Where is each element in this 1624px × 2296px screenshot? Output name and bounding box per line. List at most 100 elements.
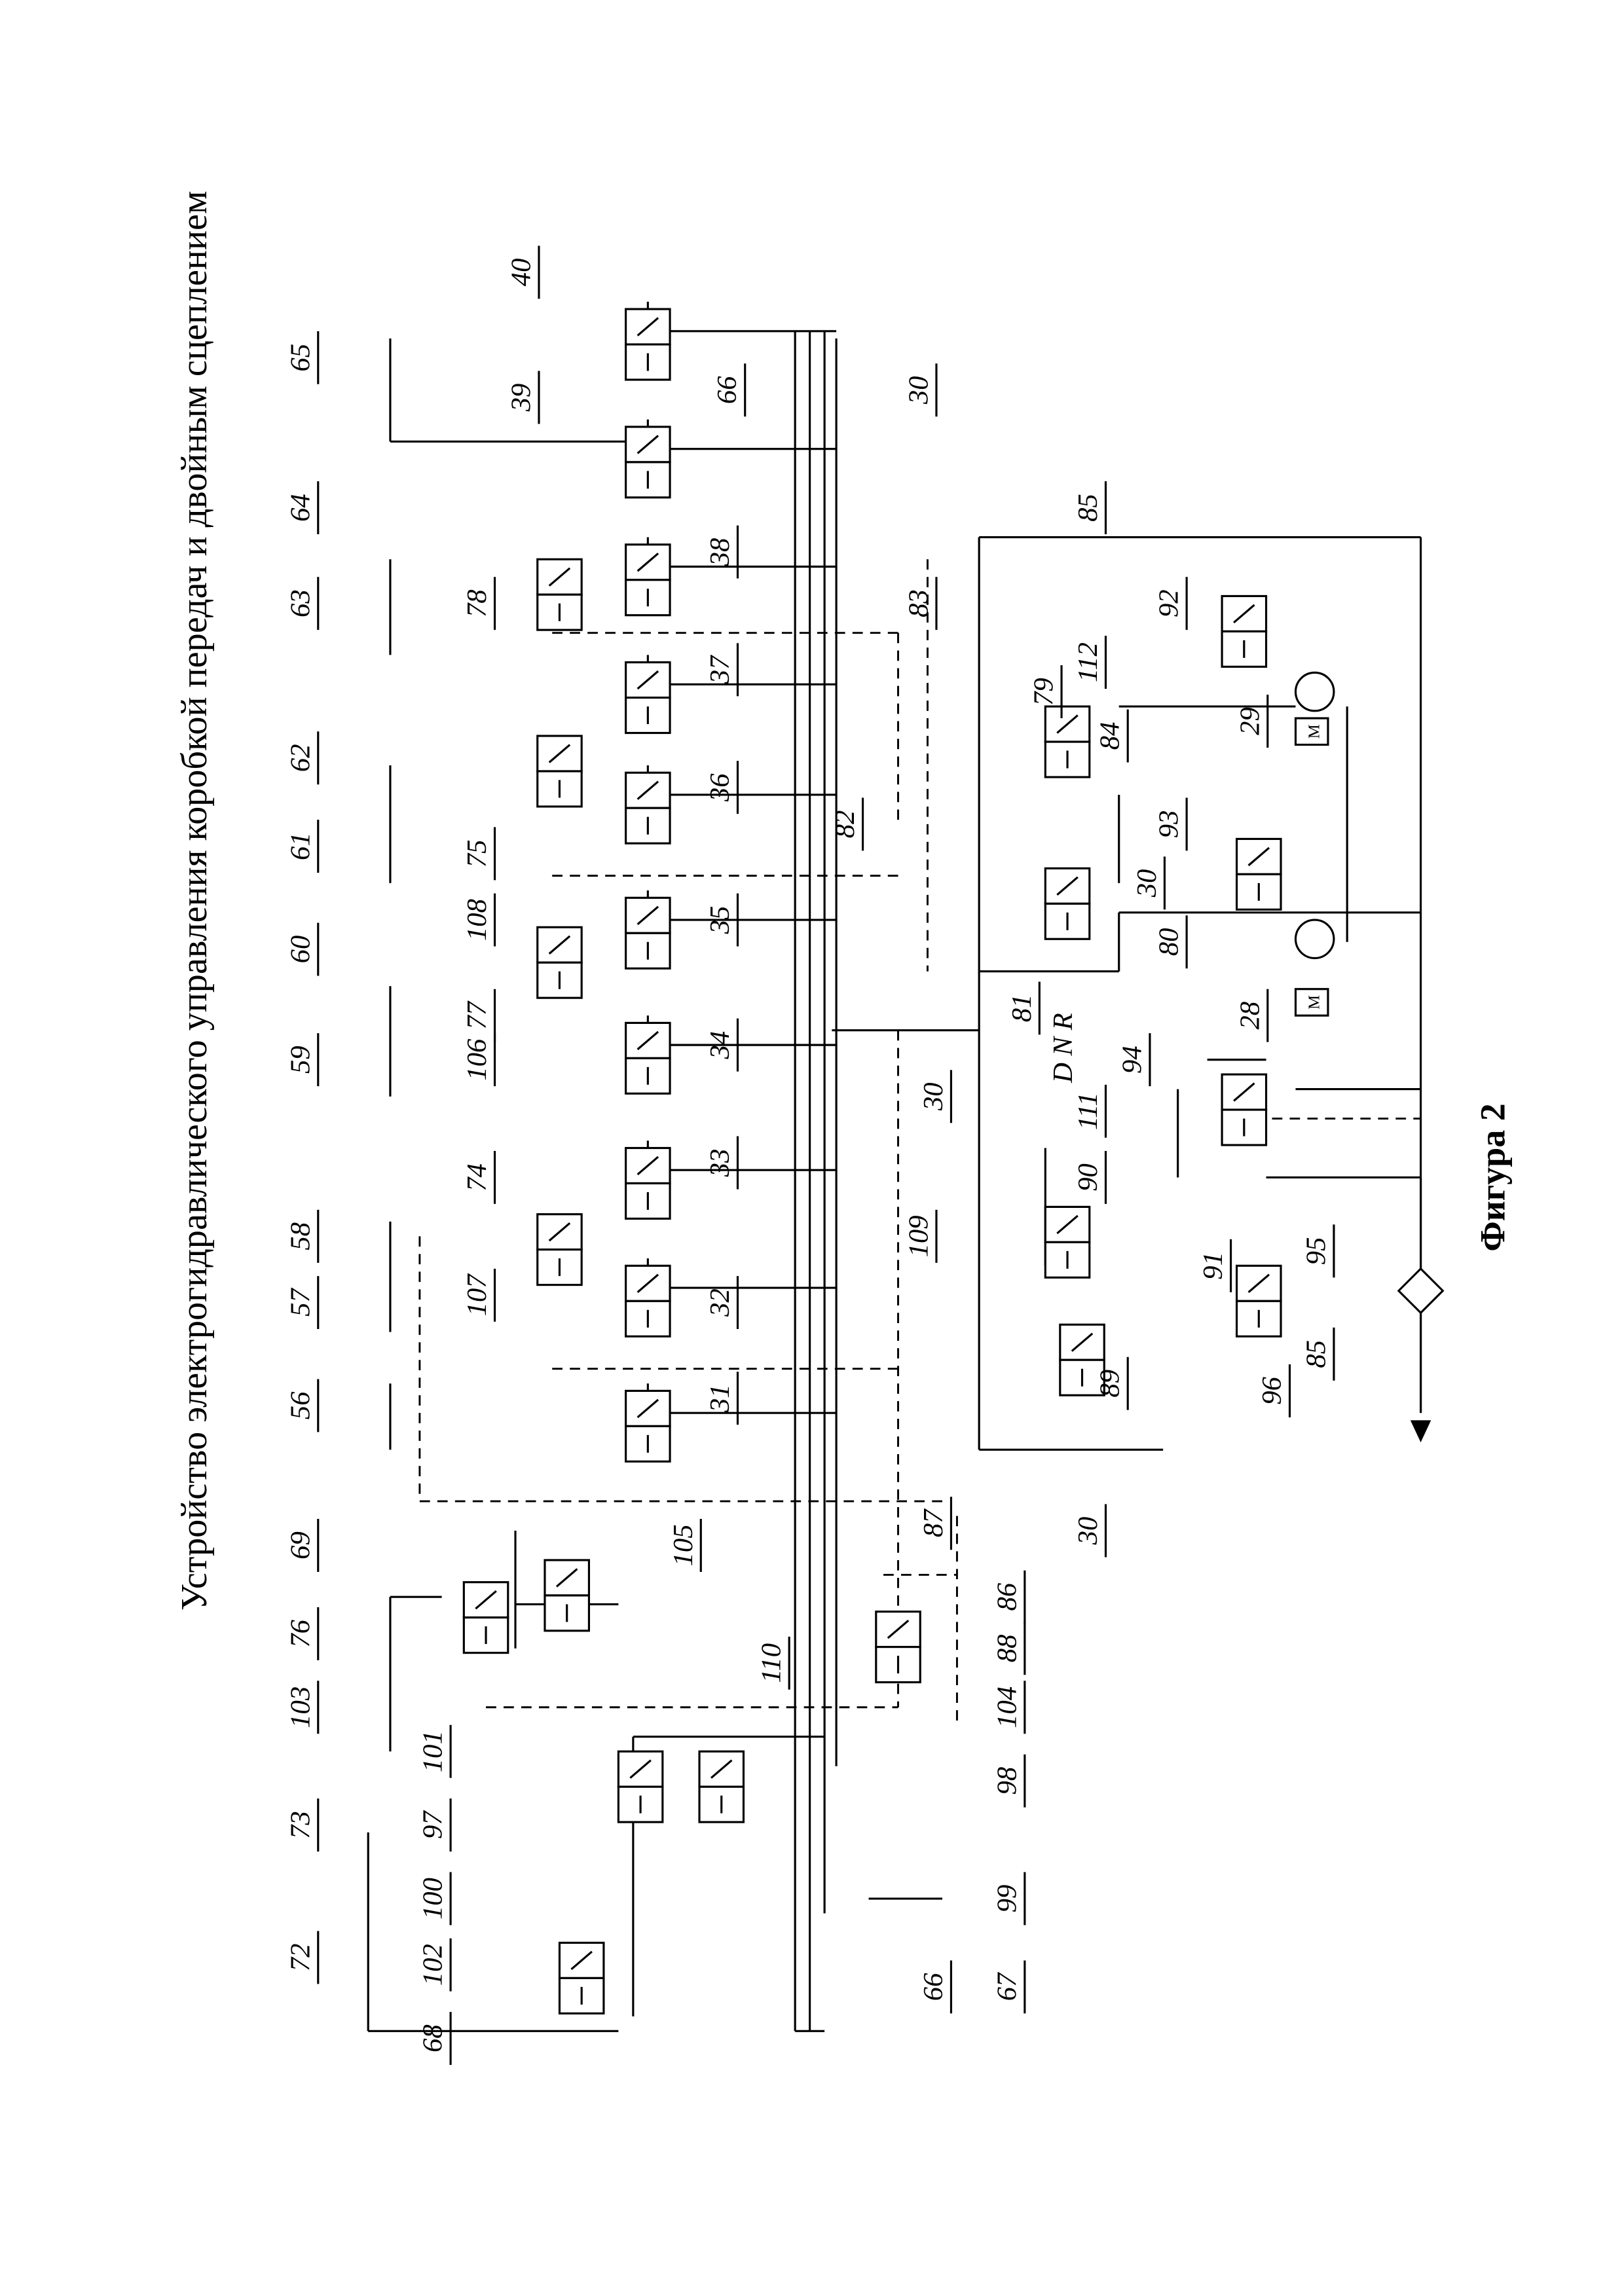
- reference-label: 91: [1198, 1252, 1228, 1280]
- reference-label: 67: [991, 1972, 1022, 2001]
- reference-label: 32: [705, 1288, 735, 1317]
- valve: [559, 1942, 603, 2013]
- valve: [538, 1214, 581, 1285]
- reference-label: 39: [506, 384, 536, 412]
- reference-label: 112: [1073, 642, 1103, 682]
- reference-label: 66: [918, 1973, 949, 2001]
- reference-label: 110: [756, 1643, 787, 1683]
- pump-29: M: [1295, 672, 1333, 744]
- valve: [464, 1582, 507, 1653]
- reference-label: 79: [1029, 678, 1060, 706]
- reference-label: 102: [418, 1944, 449, 1986]
- reference-label: 69: [285, 1531, 316, 1559]
- reference-label: 30: [1073, 1517, 1103, 1546]
- reference-label: 101: [418, 1730, 449, 1772]
- hydraulic-lines: [368, 302, 1420, 2031]
- valve: [626, 663, 670, 733]
- reference-label: 111: [1073, 1092, 1103, 1130]
- reference-label: 90: [1073, 1163, 1103, 1192]
- reference-label: 30: [903, 376, 934, 405]
- tank-arrow: [1411, 1420, 1431, 1442]
- reference-label: 80: [1154, 928, 1185, 956]
- reference-label: 59: [285, 1046, 316, 1074]
- reference-label: 30: [918, 1082, 949, 1111]
- reference-label: 105: [668, 1524, 699, 1566]
- reference-label: 56: [285, 1391, 316, 1419]
- valve: [626, 427, 670, 498]
- dnr-selector-text: D N R: [1048, 1013, 1079, 1084]
- reference-label: 28: [1234, 1002, 1265, 1030]
- reference-label: 94: [1116, 1046, 1147, 1074]
- reference-label: 57: [285, 1288, 316, 1317]
- reference-label: 64: [285, 494, 316, 522]
- reference-label: 100: [418, 1878, 449, 1920]
- valve: [538, 559, 581, 630]
- valve: [1045, 1207, 1089, 1277]
- figure-title: Устройство электрогидравлического управл…: [174, 191, 215, 1611]
- reference-label: 31: [705, 1384, 735, 1413]
- reference-label: 37: [705, 655, 735, 684]
- reference-label: 81: [1006, 994, 1037, 1023]
- reference-label: 99: [991, 1885, 1022, 1913]
- reference-label: 66: [712, 376, 743, 404]
- valve: [1045, 706, 1089, 777]
- reference-label: 75: [462, 840, 492, 868]
- reference-label: 38: [705, 538, 735, 567]
- valve: [538, 736, 581, 807]
- valve: [618, 1751, 662, 1822]
- reference-label: 68: [418, 2024, 449, 2052]
- reference-label: 88: [991, 1634, 1022, 1662]
- reference-label: 95: [1301, 1237, 1331, 1266]
- reference-label: 78: [462, 589, 492, 617]
- valve: [1222, 596, 1266, 666]
- motor-label: M: [1305, 995, 1323, 1010]
- valve: [538, 927, 581, 998]
- valve: [626, 773, 670, 843]
- valve: [1237, 839, 1281, 909]
- reference-label: 98: [991, 1767, 1022, 1795]
- valve: [626, 1023, 670, 1093]
- reference-label: 84: [1095, 722, 1126, 750]
- reference-label: 89: [1095, 1370, 1126, 1398]
- reference-label: 109: [903, 1215, 934, 1257]
- reference-label: 73: [285, 1811, 316, 1839]
- reference-label: 82: [830, 811, 860, 839]
- reference-label: 87: [918, 1508, 949, 1537]
- reference-label: 34: [705, 1031, 735, 1060]
- reference-label: 77: [462, 1000, 492, 1029]
- reference-label: 58: [285, 1222, 316, 1250]
- reference-label: 65: [285, 344, 316, 372]
- pump-28: M: [1295, 920, 1333, 1015]
- reference-label: 72: [285, 1944, 316, 1972]
- valve: [626, 898, 670, 968]
- valve: [626, 1391, 670, 1461]
- reference-label: 85: [1301, 1340, 1331, 1368]
- valve: [626, 545, 670, 615]
- reference-label: 76: [285, 1619, 316, 1647]
- valve: [1237, 1266, 1281, 1336]
- reference-label: 83: [903, 589, 934, 617]
- reference-label: 85: [1073, 494, 1103, 522]
- valve: [545, 1560, 589, 1631]
- filter-95: [1399, 1269, 1443, 1313]
- reference-label: 103: [285, 1686, 316, 1728]
- reference-label: 62: [285, 744, 316, 772]
- reference-label: 35: [705, 906, 735, 935]
- reference-label: 93: [1154, 811, 1185, 839]
- valve: [1045, 868, 1089, 939]
- reference-label: 63: [285, 589, 316, 617]
- motor-label: M: [1305, 724, 1323, 738]
- reference-label: 40: [506, 259, 536, 287]
- valve: [876, 1612, 920, 1683]
- reference-label: 33: [705, 1149, 735, 1178]
- reference-label: 107: [462, 1273, 492, 1317]
- valve: [1222, 1074, 1266, 1145]
- reference-label: 104: [991, 1686, 1022, 1728]
- reference-label: 61: [285, 832, 316, 860]
- reference-label: 60: [285, 936, 316, 964]
- valve: [626, 1148, 670, 1219]
- reference-label: 36: [705, 773, 735, 802]
- valve: [626, 1266, 670, 1336]
- reference-label: 29: [1234, 707, 1265, 735]
